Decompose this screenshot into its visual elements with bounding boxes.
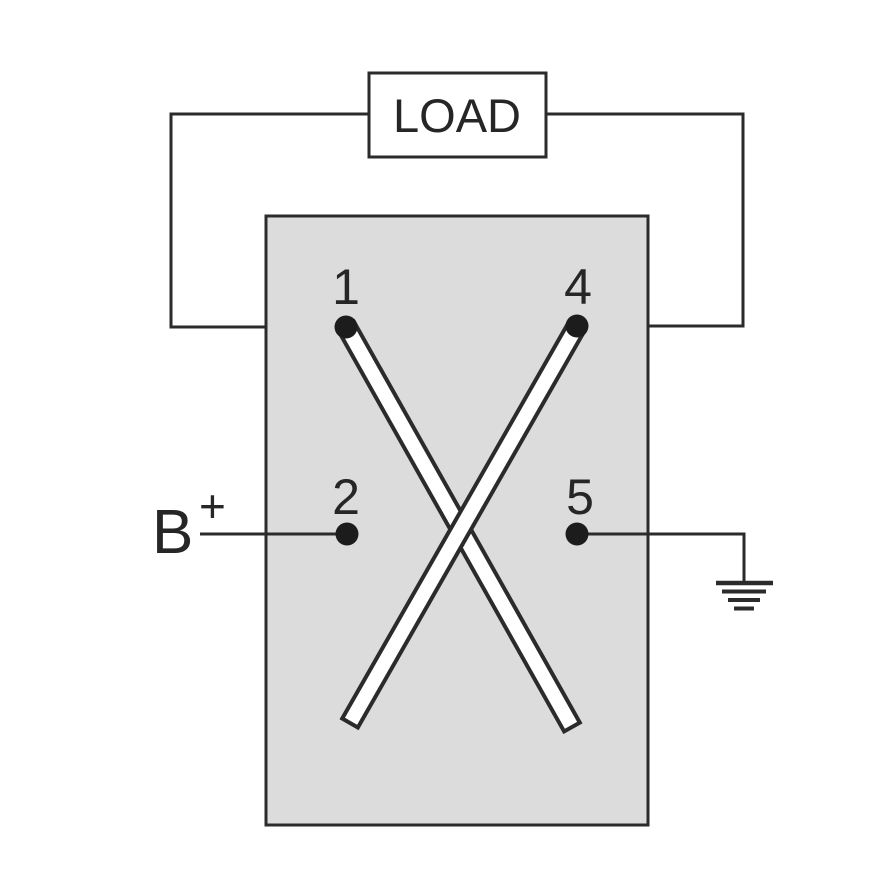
wire-load-to-terminal-4 xyxy=(546,112,745,328)
battery-plus-label: + xyxy=(199,480,226,532)
ground-symbol xyxy=(716,580,773,611)
terminal-1-label: 1 xyxy=(332,259,360,315)
load-label: LOAD xyxy=(393,89,521,142)
terminal-5-label: 5 xyxy=(566,469,594,525)
battery-label: B xyxy=(152,498,193,567)
terminal-2-label: 2 xyxy=(332,469,360,525)
terminal-4-label: 4 xyxy=(564,259,592,315)
terminal-5-dot xyxy=(565,522,589,546)
load-box xyxy=(367,71,548,159)
wire-load-to-terminal-1 xyxy=(169,112,369,329)
terminal-2-dot xyxy=(335,522,359,546)
terminal-1-dot xyxy=(334,315,358,339)
terminal-4-dot xyxy=(565,314,589,338)
wire-terminal-5-to-ground xyxy=(577,532,746,583)
